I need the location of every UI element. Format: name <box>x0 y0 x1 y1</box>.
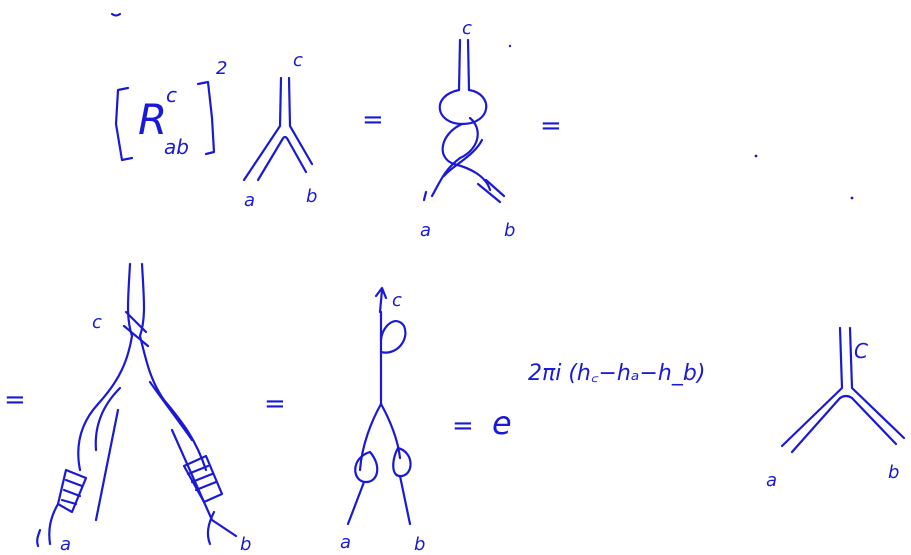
final-label-C: C <box>854 339 868 363</box>
stray-mark <box>112 14 120 16</box>
loop-label-a: a <box>340 532 351 553</box>
twist-loop-diagram <box>348 288 411 524</box>
equals-sign: = <box>264 389 286 419</box>
left-bracket <box>116 88 132 160</box>
power-exponent: 2 <box>216 58 227 79</box>
ribbon-diagram <box>37 264 236 546</box>
exp-base: e <box>492 404 512 442</box>
right-bracket <box>198 82 214 154</box>
vertex-diagram-rhs <box>782 328 904 452</box>
braid-label-a: a <box>420 220 431 241</box>
vertex-label-a: a <box>244 190 255 211</box>
stray-dot <box>851 197 854 200</box>
equals-sign: = <box>452 411 474 441</box>
R-subscript: ab <box>164 135 189 159</box>
braid-label-b: b <box>504 220 515 241</box>
exponent-expression: 2πi (h꜀−hₐ−h_b) <box>528 361 705 386</box>
final-label-a: a <box>766 470 777 491</box>
stray-dot <box>755 155 758 158</box>
ribbon-label-b: b <box>240 534 251 555</box>
equals-sign: = <box>540 111 562 141</box>
R-superscript: c <box>166 83 177 107</box>
R-symbol: R <box>138 95 167 144</box>
ribbon-label-a: a <box>60 534 71 555</box>
equals-sign: = <box>362 105 384 135</box>
vertex-diagram-lhs <box>244 78 312 180</box>
stray-dot <box>509 45 511 47</box>
final-label-b: b <box>888 462 899 483</box>
vertex-label-c: c <box>293 50 303 71</box>
double-braid-diagram <box>424 40 504 202</box>
vertex-label-b: b <box>306 186 317 207</box>
loop-label-c: c <box>392 290 402 311</box>
loop-label-b: b <box>414 534 425 555</box>
braid-label-c: c <box>462 18 472 39</box>
equals-sign: = <box>4 385 26 415</box>
ribbon-label-c: c <box>92 312 102 333</box>
